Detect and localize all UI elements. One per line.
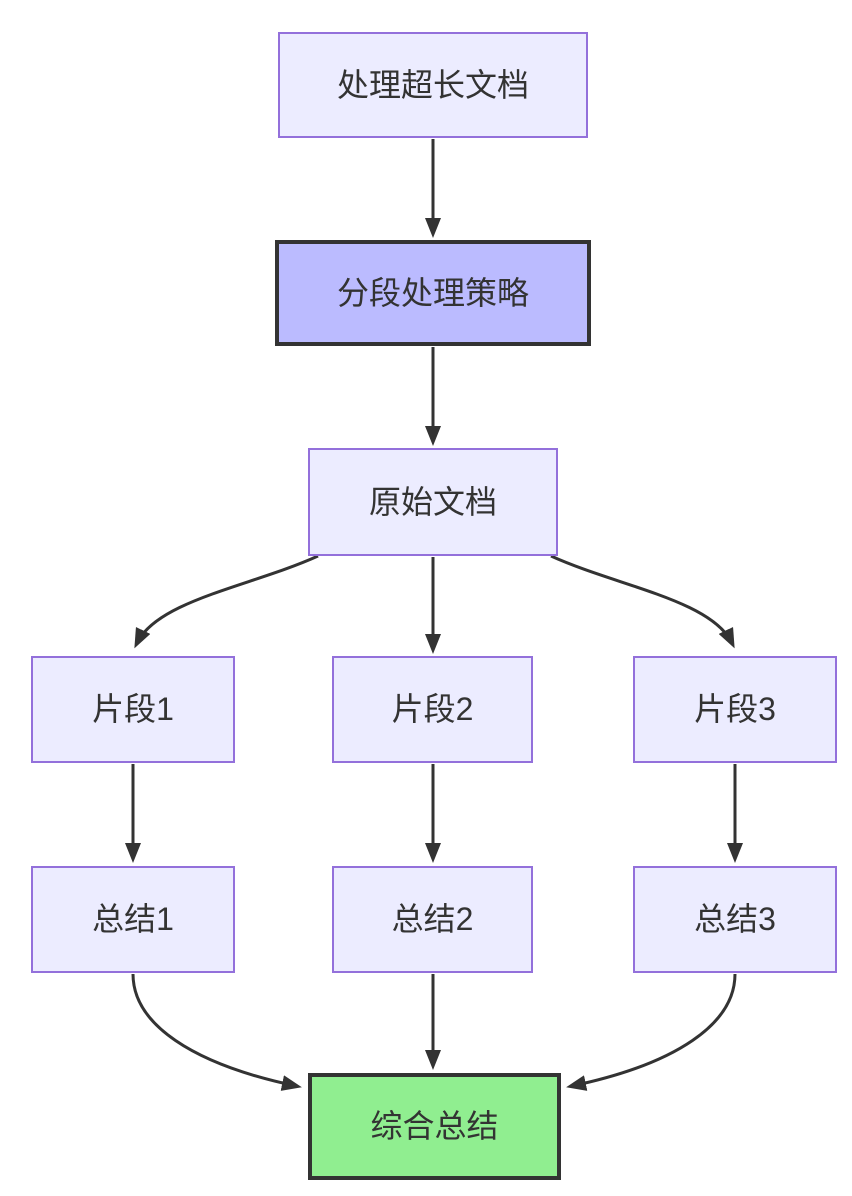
edge-summary1-to-final: [131, 973, 302, 1091]
node-label: 总结3: [694, 901, 776, 938]
node-segmentation-strategy: 分段处理策略: [275, 240, 591, 346]
node-fragment-2: 片段2: [332, 656, 533, 763]
edge-summary3-to-final: [566, 973, 737, 1091]
node-label: 综合总结: [370, 1108, 499, 1145]
node-label: 总结2: [391, 901, 474, 938]
node-label: 片段2: [391, 691, 474, 728]
node-summary-2: 总结2: [332, 866, 533, 973]
node-label: 分段处理策略: [336, 274, 529, 311]
node-label: 总结1: [92, 901, 174, 938]
node-original-document: 原始文档: [308, 448, 558, 556]
node-summary-3: 总结3: [633, 866, 837, 973]
node-label: 原始文档: [368, 483, 497, 520]
node-label: 片段1: [92, 691, 174, 728]
node-fragment-1: 片段1: [31, 656, 235, 763]
node-fragment-3: 片段3: [633, 656, 837, 763]
edge-original-to-fragment3: [550, 554, 735, 649]
node-final-summary: 综合总结: [308, 1073, 561, 1180]
node-label: 片段3: [694, 691, 776, 728]
node-process-long-doc: 处理超长文档: [278, 32, 588, 138]
edge-original-to-fragment1: [134, 554, 319, 649]
node-summary-1: 总结1: [31, 866, 235, 973]
node-label: 处理超长文档: [336, 66, 529, 103]
